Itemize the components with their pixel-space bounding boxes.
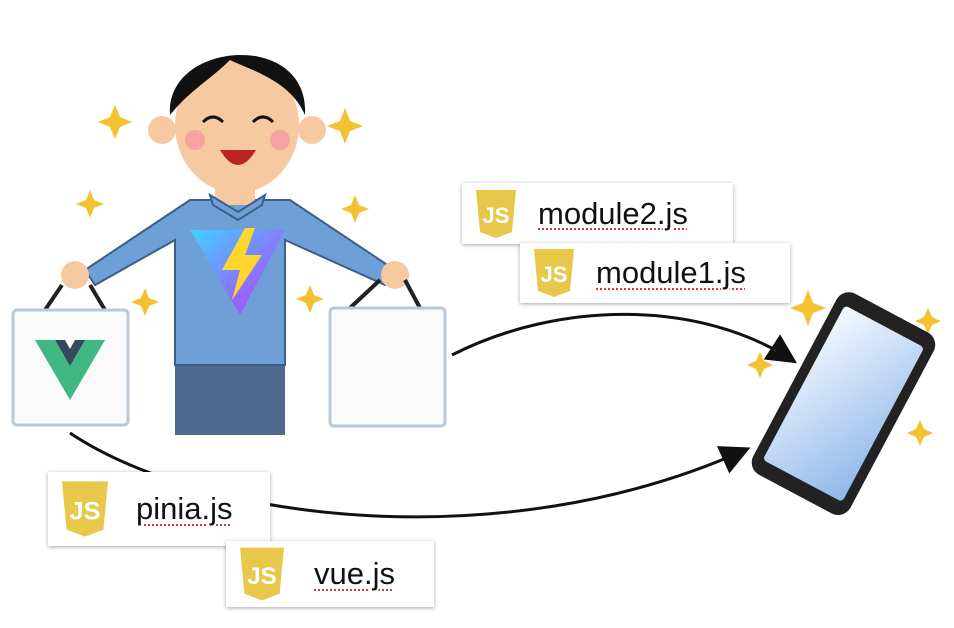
arrow-bottom xyxy=(69,431,751,519)
smartphone-icon xyxy=(751,292,936,516)
file-module1: JS module1.js xyxy=(520,243,790,303)
empty-shopping-bag xyxy=(328,278,447,428)
arrow-top xyxy=(451,312,798,364)
file-name: pinia.js xyxy=(136,491,233,526)
javascript-icon: JS xyxy=(240,547,284,601)
vue-shopping-bag xyxy=(11,283,130,427)
file-pinia: JS pinia.js xyxy=(48,472,270,546)
file-name: vue.js xyxy=(314,556,395,591)
file-module2: JS module2.js xyxy=(462,183,733,244)
javascript-icon: JS xyxy=(476,189,516,238)
javascript-icon: JS xyxy=(534,249,574,297)
svg-text:JS: JS xyxy=(247,563,277,590)
file-name: module2.js xyxy=(538,195,688,231)
file-name: module1.js xyxy=(596,255,746,290)
vue-logo-icon xyxy=(35,340,105,400)
svg-text:JS: JS xyxy=(70,497,101,525)
javascript-icon: JS xyxy=(62,481,108,537)
file-vue: JS vue.js xyxy=(226,541,434,607)
svg-text:JS: JS xyxy=(541,262,568,287)
person-illustration xyxy=(61,54,409,435)
vite-logo-icon xyxy=(190,230,285,315)
svg-text:JS: JS xyxy=(483,203,510,228)
sparkle-icons xyxy=(76,105,941,446)
